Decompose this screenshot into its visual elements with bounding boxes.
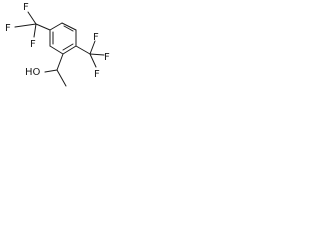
benzene-ring [49, 22, 77, 55]
ring-bond-4 [62, 45, 77, 55]
bond-carbinol-to-oxygen [44, 69, 58, 73]
hydroxyl-label: HO [25, 67, 41, 78]
hydroxyethyl-group: HO [25, 53, 67, 87]
ring-bond-5 [49, 45, 64, 55]
ring-double-bond-a [63, 25, 74, 32]
bond-ring-to-carbinol [56, 53, 64, 71]
left-cf3-group: F F F [5, 2, 51, 50]
fluorine-label-left-top: F [23, 2, 29, 13]
bond-right-c-f-right [89, 53, 105, 56]
fluorine-label-right-bottom: F [94, 69, 100, 80]
bond-ring-to-left-cf3 [35, 23, 51, 31]
bond-ring-to-right-cf3 [75, 45, 91, 55]
bond-left-c-f-left [14, 23, 37, 28]
bond-right-c-f-bottom [89, 53, 97, 68]
bond-right-c-f-top [89, 40, 96, 55]
fluorine-label-right: F [104, 52, 110, 63]
fluorine-label-left-bottom: F [30, 39, 36, 50]
bond-carbinol-to-methyl [56, 69, 67, 87]
bond-left-c-f-bottom [33, 23, 37, 38]
bond-left-c-f-top [27, 11, 37, 25]
ring-bond-2 [61, 22, 77, 31]
fluorine-label-right-top: F [93, 32, 99, 43]
ring-bond-1 [49, 22, 63, 31]
chemical-structure: F F F F F F HO [5, 2, 110, 87]
ring-double-bond-b [62, 43, 74, 51]
fluorine-label-left: F [5, 23, 11, 34]
right-cf3-group: F F F [75, 32, 110, 80]
